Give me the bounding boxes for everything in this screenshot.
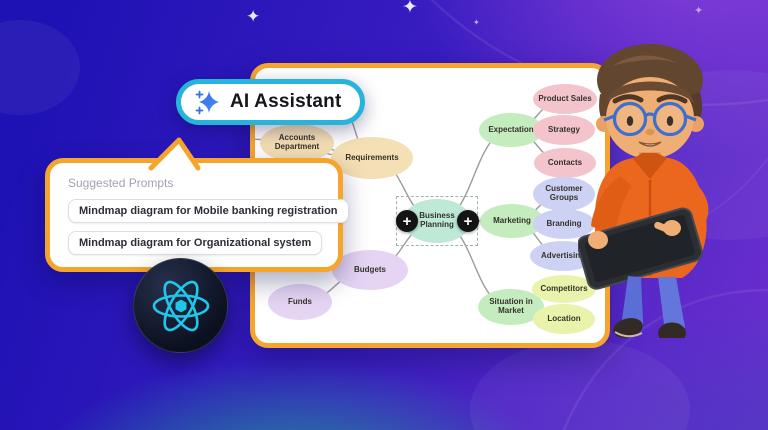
mindmap-node-product_sales[interactable]: Product Sales bbox=[533, 84, 597, 114]
mindmap-node-requirements[interactable]: Requirements bbox=[331, 137, 413, 179]
mindmap-node-expectation[interactable]: Expectation bbox=[479, 113, 543, 147]
mindmap-node-branding[interactable]: Branding bbox=[533, 209, 595, 239]
react-logo bbox=[133, 258, 228, 353]
character-illustration bbox=[576, 28, 728, 344]
sparkle-icon: ✦ bbox=[402, 0, 418, 18]
mindmap-node-budgets[interactable]: Budgets bbox=[332, 250, 408, 290]
mindmap-node-customer_groups[interactable]: Customer Groups bbox=[533, 177, 595, 211]
speech-bubble-tail bbox=[148, 137, 201, 171]
character-pointing-hand bbox=[654, 220, 681, 236]
character-glasses bbox=[603, 101, 697, 137]
add-node-button[interactable]: + bbox=[457, 210, 479, 232]
mindmap-node-location[interactable]: Location bbox=[533, 304, 595, 334]
prompt-suggestion-button[interactable]: Mindmap diagram for Mobile banking regis… bbox=[68, 199, 349, 223]
ai-sparkle-icon bbox=[195, 90, 219, 115]
suggested-prompts-panel: Suggested Prompts Mindmap diagram for Mo… bbox=[45, 137, 349, 272]
sparkle-icon: ✦ bbox=[694, 5, 704, 17]
mindmap-node-strategy[interactable]: Strategy bbox=[533, 115, 595, 145]
prompt-suggestion-button[interactable]: Mindmap diagram for Organizational syste… bbox=[68, 231, 323, 255]
sparkle-icon: ✦ bbox=[473, 18, 480, 27]
mindmap-node-funds[interactable]: Funds bbox=[268, 284, 332, 320]
sparkle-icon: ✦ bbox=[246, 7, 261, 26]
character-legs bbox=[621, 276, 685, 333]
react-atom-icon bbox=[152, 280, 209, 331]
ai-assistant-label: AI Assistant bbox=[230, 91, 342, 112]
prompt-list: Mindmap diagram for Mobile banking regis… bbox=[68, 199, 349, 255]
mindmap-node-contacts[interactable]: Contacts bbox=[534, 148, 596, 178]
character-face bbox=[606, 77, 694, 159]
add-node-button[interactable]: + bbox=[396, 210, 418, 232]
mindmap-node-competitors[interactable]: Competitors bbox=[532, 275, 596, 303]
mindmap-node-accounts[interactable]: Accounts Department bbox=[260, 124, 334, 162]
character-hand bbox=[588, 231, 608, 249]
suggested-prompts-title: Suggested Prompts bbox=[68, 176, 174, 190]
ai-assistant-badge[interactable]: AI Assistant bbox=[176, 79, 365, 125]
